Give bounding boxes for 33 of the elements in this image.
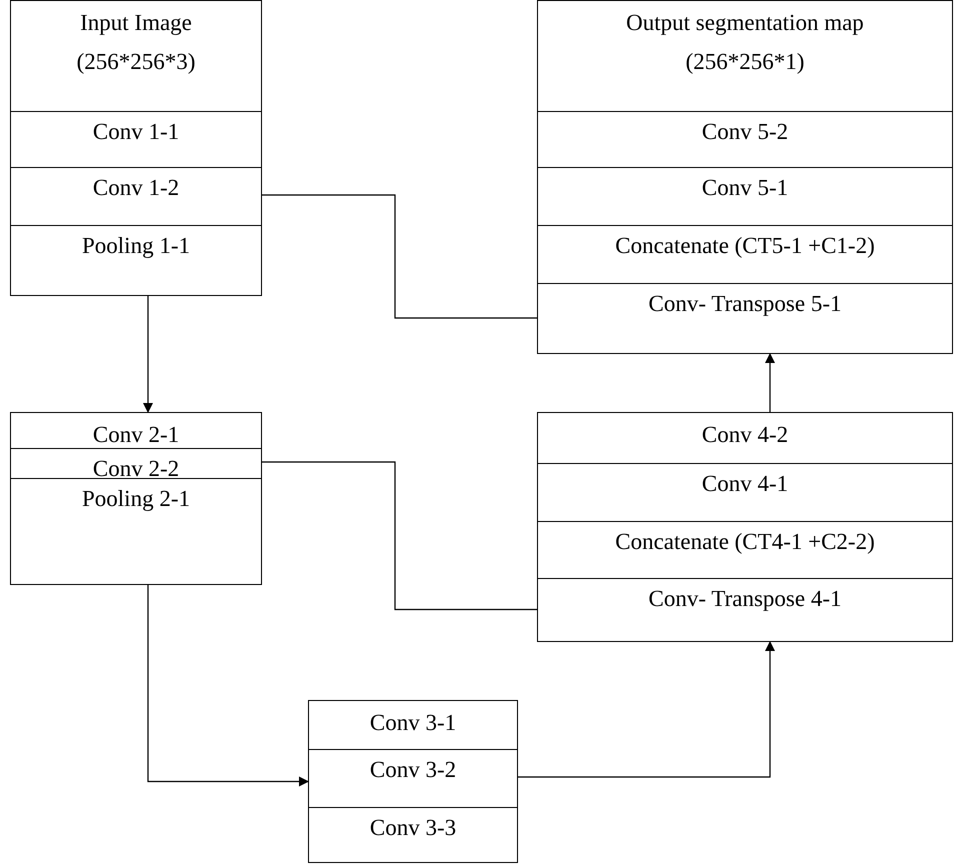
size-label: (256*256*3) [76, 48, 196, 76]
layer-label: Pooling 1-1 [81, 232, 191, 260]
layer-label: Conv 2-2 [92, 455, 180, 483]
layer-label: Conv 3-2 [368, 756, 458, 784]
block-box [537, 0, 953, 354]
connector-line [262, 461, 537, 610]
arrow [147, 585, 309, 786]
layer-label: Conv 5-2 [700, 118, 790, 146]
arrow [143, 296, 153, 413]
layer-label: Input Image [79, 9, 193, 37]
layer-label: Conv 1-1 [92, 118, 180, 146]
layer-label: Output segmentation map [625, 9, 865, 37]
connector-line [262, 194, 537, 319]
arrow [765, 353, 775, 412]
block-box [10, 412, 262, 585]
layer-label: Conv 4-2 [700, 421, 790, 449]
layer-row [11, 448, 261, 478]
layer-label: Conv 3-3 [368, 814, 458, 842]
block-box [308, 700, 518, 863]
size-label: (256*256*1) [684, 48, 806, 76]
layer-label: Concatenate (CT5-1 +C1-2) [614, 232, 876, 260]
layer-label: Conv- Transpose 5-1 [648, 290, 842, 318]
arrow [518, 641, 775, 778]
block-box [537, 412, 953, 642]
layer-label: Pooling 2-1 [81, 485, 191, 513]
layer-label: Conv- Transpose 4-1 [648, 585, 842, 613]
block-box [10, 0, 262, 296]
layer-label: Concatenate (CT4-1 +C2-2) [614, 528, 876, 556]
layer-label: Conv 1-2 [92, 174, 180, 202]
layer-label: Conv 3-1 [368, 709, 458, 737]
layer-label: Conv 5-1 [700, 174, 790, 202]
layer-label: Conv 4-1 [700, 470, 790, 498]
layer-label: Conv 2-1 [92, 421, 180, 449]
